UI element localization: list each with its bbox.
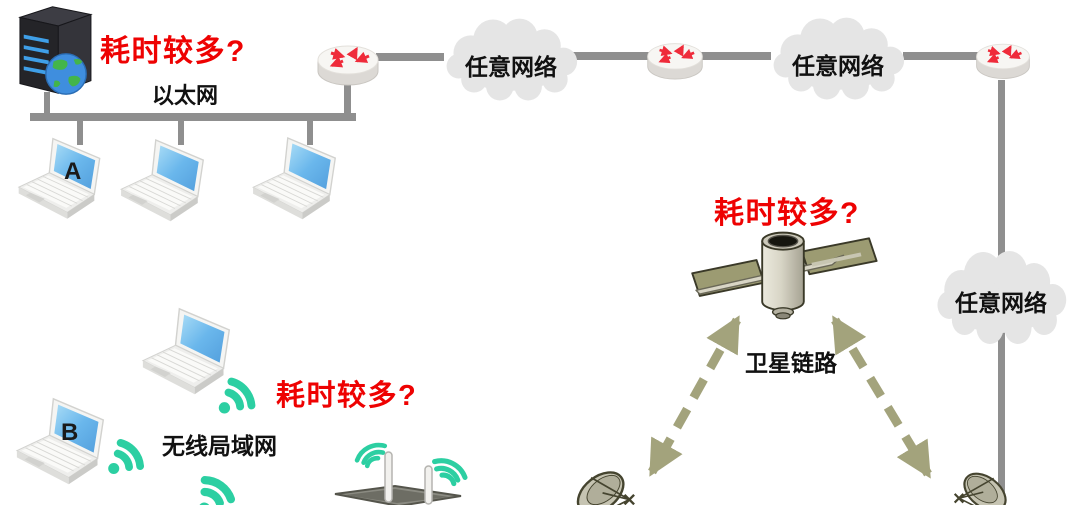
link-cloud2-router3 [903, 52, 979, 60]
wireless-access-point-icon [334, 451, 462, 505]
ethernet-label: 以太网 [152, 83, 219, 108]
laptop-2-drop-line [178, 121, 184, 145]
router3-icon [974, 36, 1032, 84]
cloud3-label: 任意网络 [955, 290, 1047, 316]
link-cloud1-router2 [573, 52, 651, 60]
link-router2-cloud2 [701, 52, 771, 60]
satellite-icon [691, 231, 878, 320]
ethernet-delay-label: 耗时较多? [100, 35, 246, 68]
satellite-delay-label: 耗时较多? [714, 197, 860, 230]
cloud1-label: 任意网络 [465, 54, 557, 80]
link-router1-cloud1 [376, 53, 444, 61]
host-b-label: B [61, 419, 79, 446]
host-a-label: A [64, 158, 82, 185]
laptop-a-icon [18, 137, 101, 220]
server-with-globe-icon [19, 6, 92, 95]
satellite-dashed-links [648, 315, 932, 479]
laptop-3-icon [252, 137, 336, 220]
wifi-signal-icon-1 [216, 366, 260, 418]
cloud2-label: 任意网络 [792, 53, 884, 79]
wlan-delay-label: 耗时较多? [276, 380, 418, 412]
satellite-link-label: 卫星链路 [745, 350, 837, 376]
server-drop-line [44, 92, 50, 114]
laptop-2-icon [120, 139, 204, 222]
ground-dish-left-icon [569, 463, 636, 505]
ethernet-bus-line [30, 113, 356, 121]
wifi-signal-icon-2 [106, 427, 148, 479]
wifi-signal-icon-3 [180, 456, 247, 505]
ground-dish-right-icon [953, 465, 1014, 505]
wlan-label: 无线局域网 [162, 433, 277, 459]
laptop-3-drop-line [307, 121, 313, 145]
router2-icon [645, 36, 705, 84]
router1-drop-line [344, 85, 351, 113]
laptop-a-drop-line [77, 121, 83, 145]
router1-icon [315, 38, 381, 90]
